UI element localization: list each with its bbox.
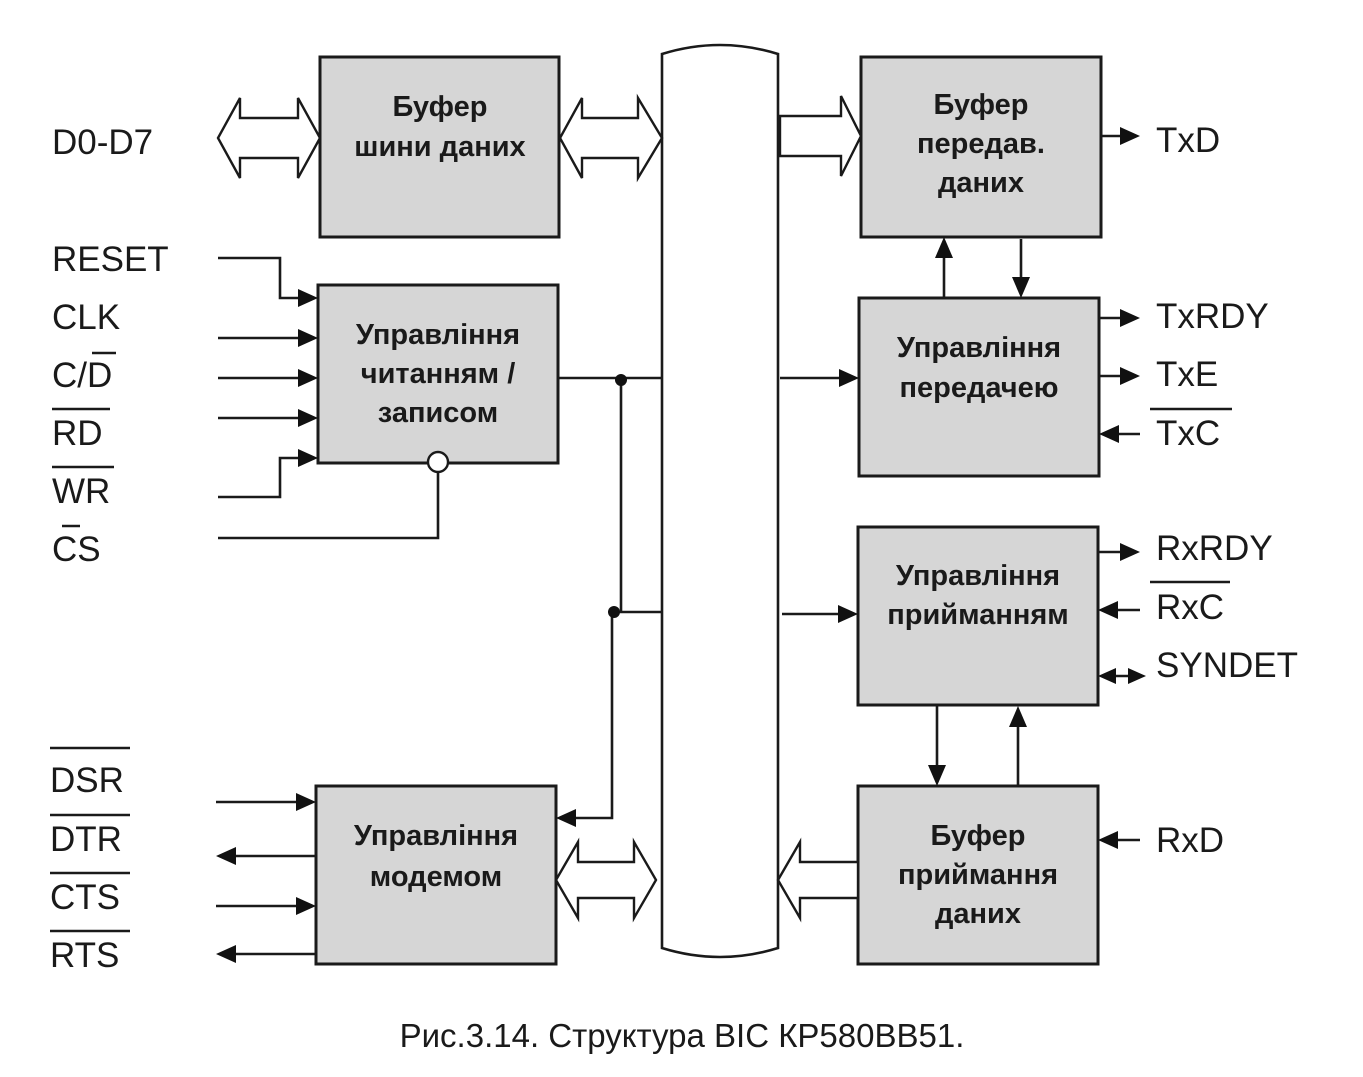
modem-control-block: Управління модемом [314,784,558,966]
block-title-line: модемом [370,861,502,893]
bus-to-tx-buffer-arrow [778,95,863,177]
data-bus-arrow [216,97,322,179]
txe-arrowhead [1120,367,1140,385]
rd-arrowhead [298,409,318,427]
signal-rxrdy: RxRDY [1156,529,1273,568]
wr-arrowhead [298,449,318,467]
tx-control-down-arrowhead [1012,277,1030,298]
junction-dot [615,374,627,386]
signal-dtr: DTR [50,820,122,859]
rx-buffer-block: Буфер приймання даних [856,784,1100,966]
rx-buffer-to-bus-arrow [776,837,860,923]
tx-control-block: Управління передачею [857,296,1101,478]
block-title-line: Буфер [933,89,1028,121]
block-title-line: шини даних [354,131,525,163]
signal-txd: TxD [1156,121,1220,160]
syndet-right-arrowhead [1128,668,1146,684]
signal-syndet: SYNDET [1156,646,1298,685]
block-title-line: даних [938,167,1024,199]
signal-rd: RD [52,414,103,453]
block-title-line: передав. [917,128,1045,160]
signal-cs: CS [52,530,101,569]
signal-rxc: RxC [1156,588,1224,627]
block-title-line: записом [378,397,498,429]
rts-arrowhead [216,945,236,963]
modem-bus-arrow [554,837,658,923]
txc-arrowhead [1099,425,1119,443]
block-title-line: Управління [354,820,518,852]
rx-control-block: Управління прийманням [856,525,1100,707]
tx-buffer-up-arrowhead [935,237,953,258]
internal-bus [660,43,780,959]
block-title-line: Буфер [930,820,1025,852]
signal-reset: RESET [52,240,169,279]
block-title-line: даних [935,898,1021,930]
signal-txrdy: TxRDY [1156,297,1269,336]
cs-inversion-circle [426,450,450,474]
block-title-line: передачею [899,372,1058,404]
block-title-line: читанням / [361,358,516,390]
signal-cts: CTS [50,878,120,917]
rx-buffer-down-arrowhead [928,765,946,786]
block-title-line: Управління [896,560,1060,592]
block-title-line: приймання [898,859,1058,891]
rx-control-up-arrowhead [1009,706,1027,727]
block-title-line: прийманням [887,599,1069,631]
reset-line [218,256,300,300]
rxrdy-arrowhead [1120,543,1140,561]
junction-dot [608,606,620,618]
data-bus-buffer-block: Буфер шини даних [318,55,561,239]
block-title-line: Управління [897,332,1061,364]
control-branch-line-lower [574,612,614,820]
dtr-arrowhead [216,847,236,865]
reset-arrowhead [298,289,318,307]
signal-dsr: DSR [50,761,124,800]
signal-d0-d7: D0-D7 [52,123,153,162]
signal-rts: RTS [50,936,119,975]
dsr-arrowhead [296,793,316,811]
rxd-arrowhead [1098,831,1118,849]
signal-txc: TxC [1156,414,1220,453]
tx-buffer-block: Буфер передав. даних [859,55,1103,239]
txd-arrowhead [1120,127,1140,145]
cs-line [218,472,440,540]
rx-control-input-arrowhead [838,605,858,623]
wr-line [218,456,300,499]
syndet-left-arrowhead [1098,668,1116,684]
buffer-bus-arrow [558,93,664,183]
signal-wr: WR [52,472,110,511]
rw-control-block: Управління читанням / записом [316,283,560,465]
clk-arrowhead [298,329,318,347]
modem-control-input-arrowhead [556,809,576,827]
block-title-line: Управління [356,319,520,351]
figure-caption: Рис.3.14. Структура ВІС КР580ВВ51. [400,1017,965,1054]
cts-arrowhead [296,897,316,915]
cd-arrowhead [298,369,318,387]
signal-clk: CLK [52,298,120,337]
signal-cd: C/D [52,356,112,395]
tx-control-input-arrowhead [839,369,859,387]
txrdy-arrowhead [1120,309,1140,327]
signal-txe: TxE [1156,355,1218,394]
rxc-arrowhead [1098,601,1118,619]
signal-rxd: RxD [1156,821,1224,860]
block-title-line: Буфер [392,91,487,123]
